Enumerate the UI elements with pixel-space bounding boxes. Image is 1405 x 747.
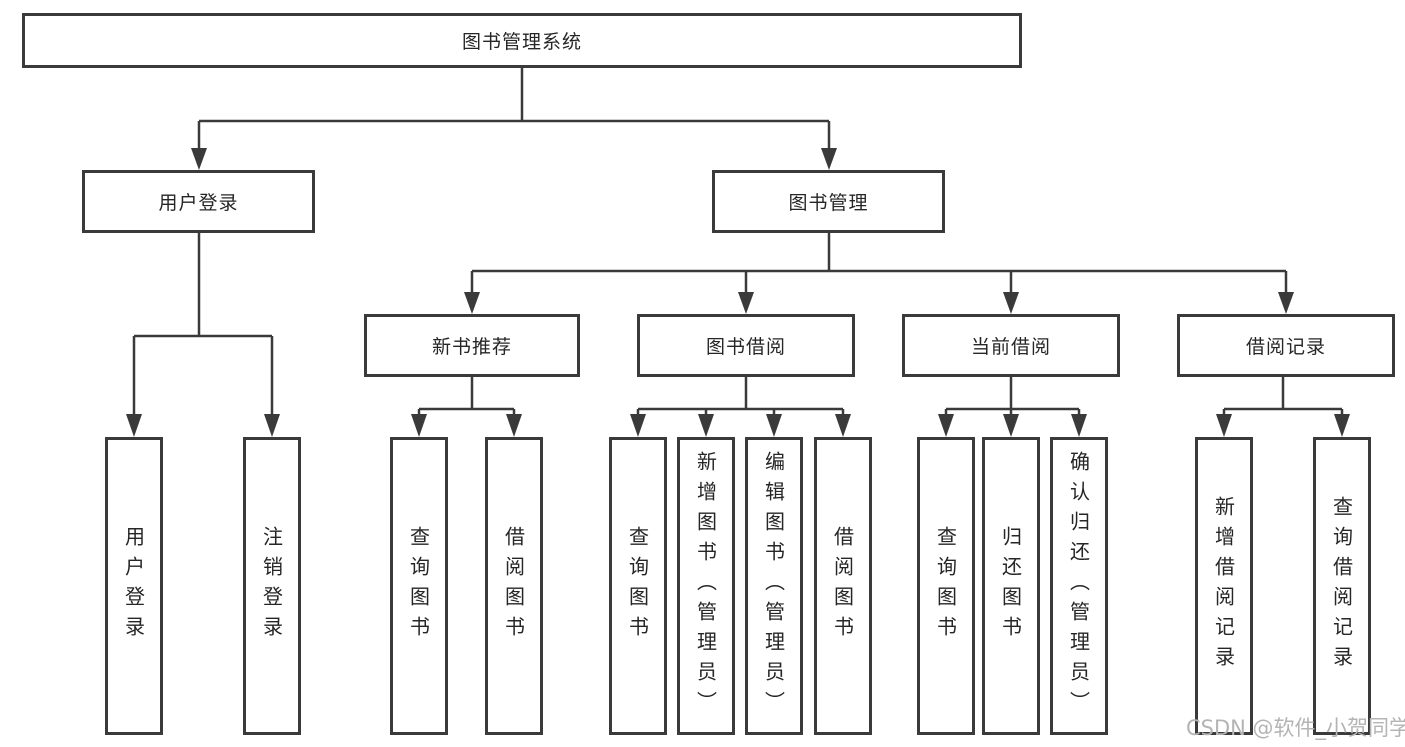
leaf-label: 注销登录 [259,526,284,646]
node-label: 当前借阅 [970,336,1051,358]
leaf-label: 查询借阅记录 [1329,496,1354,676]
node-label: 图书借阅 [705,336,786,358]
csdn-watermark: CSDN @软件_小贺同学 [1186,716,1405,740]
leaf-query-books-recommend: 查询图书 [390,437,448,735]
leaf-query-books-borrowing: 查询图书 [609,437,667,735]
leaf-label: 归还图书 [998,526,1023,646]
node-label: 图书管理系统 [461,31,582,53]
leaf-edit-book-admin: 编辑图书（管理员） [745,437,803,735]
leaf-borrow-books-borrowing: 借阅图书 [814,437,872,735]
leaf-label: 确认归还（管理员） [1066,451,1091,721]
leaf-label: 借阅图书 [830,526,855,646]
node-library-management-system: 图书管理系统 [22,13,1022,68]
leaf-label: 借阅图书 [501,526,526,646]
leaf-label: 查询图书 [933,526,958,646]
leaf-label: 查询图书 [625,526,650,646]
leaf-user-login: 用户登录 [105,437,163,735]
leaf-query-books-current: 查询图书 [917,437,975,735]
leaf-borrow-books-recommend: 借阅图书 [485,437,543,735]
leaf-logout: 注销登录 [243,437,301,735]
leaf-confirm-return-admin: 确认归还（管理员） [1050,437,1108,735]
leaf-add-book-admin: 新增图书（管理员） [677,437,735,735]
leaf-query-borrow-record: 查询借阅记录 [1313,437,1371,735]
leaf-label: 新增图书（管理员） [693,451,718,721]
node-label: 用户登录 [158,192,239,214]
node-book-management: 图书管理 [712,170,945,233]
leaf-add-borrow-record: 新增借阅记录 [1195,437,1253,735]
node-label: 新书推荐 [431,336,512,358]
leaf-label: 用户登录 [121,526,146,646]
node-label: 图书管理 [788,192,869,214]
node-current-borrowing: 当前借阅 [902,314,1120,377]
leaf-label: 编辑图书（管理员） [761,451,786,721]
node-new-book-recommend: 新书推荐 [364,314,580,377]
leaf-return-book: 归还图书 [982,437,1040,735]
node-book-borrowing: 图书借阅 [637,314,855,377]
node-user-login: 用户登录 [82,170,315,233]
leaf-label: 查询图书 [406,526,431,646]
leaf-label: 新增借阅记录 [1211,496,1236,676]
node-label: 借阅记录 [1245,336,1326,358]
node-borrowing-records: 借阅记录 [1177,314,1395,377]
